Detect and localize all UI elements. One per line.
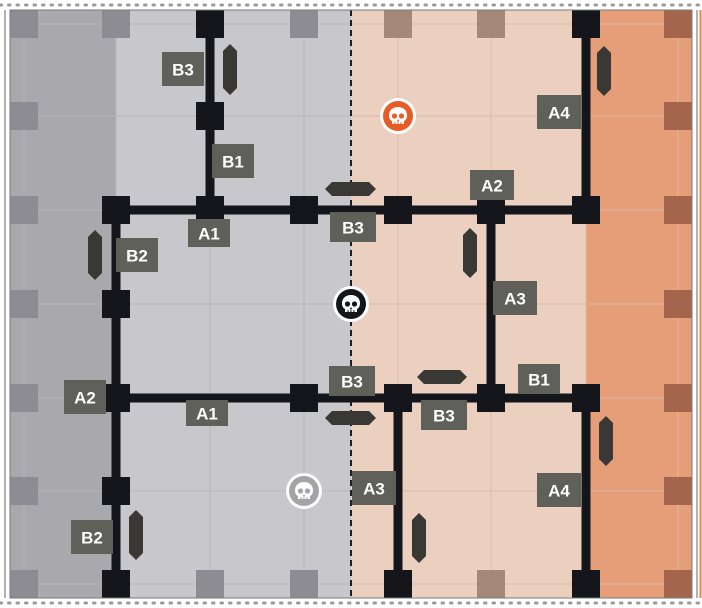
label-b3-lower-center: B3 (421, 400, 467, 430)
edge-markers (10, 10, 692, 598)
label-b3-upper-center: B3 (330, 212, 376, 242)
label-text: A4 (548, 482, 570, 501)
label-text: B1 (528, 371, 550, 390)
label-b1-mid-right: B1 (518, 364, 560, 394)
label-a1-upper-left: A1 (188, 219, 230, 247)
label-text: B3 (172, 61, 194, 80)
label-text: B3 (433, 407, 455, 426)
label-a4-upper-right: A4 (537, 95, 581, 129)
label-a3-lower-center: A3 (352, 471, 396, 505)
label-text: A1 (198, 225, 220, 244)
hatchway-horizontal (325, 182, 376, 196)
objective-red-skull-icon[interactable] (380, 98, 416, 134)
label-text: A2 (481, 177, 503, 196)
label-text: A1 (196, 405, 218, 424)
label-b2-lower-left: B2 (71, 520, 113, 554)
board-frame (0, 3, 702, 605)
hatchway-horizontal (417, 370, 467, 384)
label-text: A2 (74, 389, 96, 408)
label-text: B2 (81, 529, 103, 548)
label-text: A3 (504, 290, 526, 309)
label-text: B3 (342, 219, 364, 238)
label-a3-mid-right: A3 (493, 281, 537, 315)
hatchway-vertical (412, 513, 426, 563)
hatchways (88, 44, 613, 563)
hatchway-vertical (597, 46, 611, 96)
objective-markers (286, 98, 416, 509)
objective-grey-skull-icon[interactable] (286, 473, 322, 509)
hatchway-vertical (463, 228, 477, 278)
label-text: A3 (363, 480, 385, 499)
hatchway-vertical (223, 44, 237, 95)
hatchway-horizontal (325, 411, 376, 425)
label-a4-lower-right: A4 (537, 473, 581, 507)
label-a2-upper-right: A2 (470, 170, 514, 200)
label-b3-top-left: B3 (162, 52, 204, 86)
label-b2-upper-left: B2 (116, 238, 158, 272)
label-text: B2 (126, 247, 148, 266)
label-text: B3 (341, 373, 363, 392)
label-b3-mid-center: B3 (329, 366, 375, 396)
label-a1-mid-left: A1 (186, 400, 228, 426)
wall-junctions (102, 10, 600, 598)
label-a2-mid-left: A2 (64, 380, 106, 414)
label-b1-top-left: B1 (212, 144, 254, 178)
hatchway-vertical (88, 230, 102, 280)
objective-black-skull-icon[interactable] (333, 286, 369, 322)
hatchway-vertical (129, 510, 143, 560)
label-text: A4 (548, 104, 570, 123)
label-text: B1 (222, 153, 244, 172)
hatchway-vertical (599, 416, 613, 466)
terrain-labels: B3 B1 A1 B2 B3 A2 A4 A3 A2 A1 B3 B3 B1 A… (64, 52, 581, 554)
